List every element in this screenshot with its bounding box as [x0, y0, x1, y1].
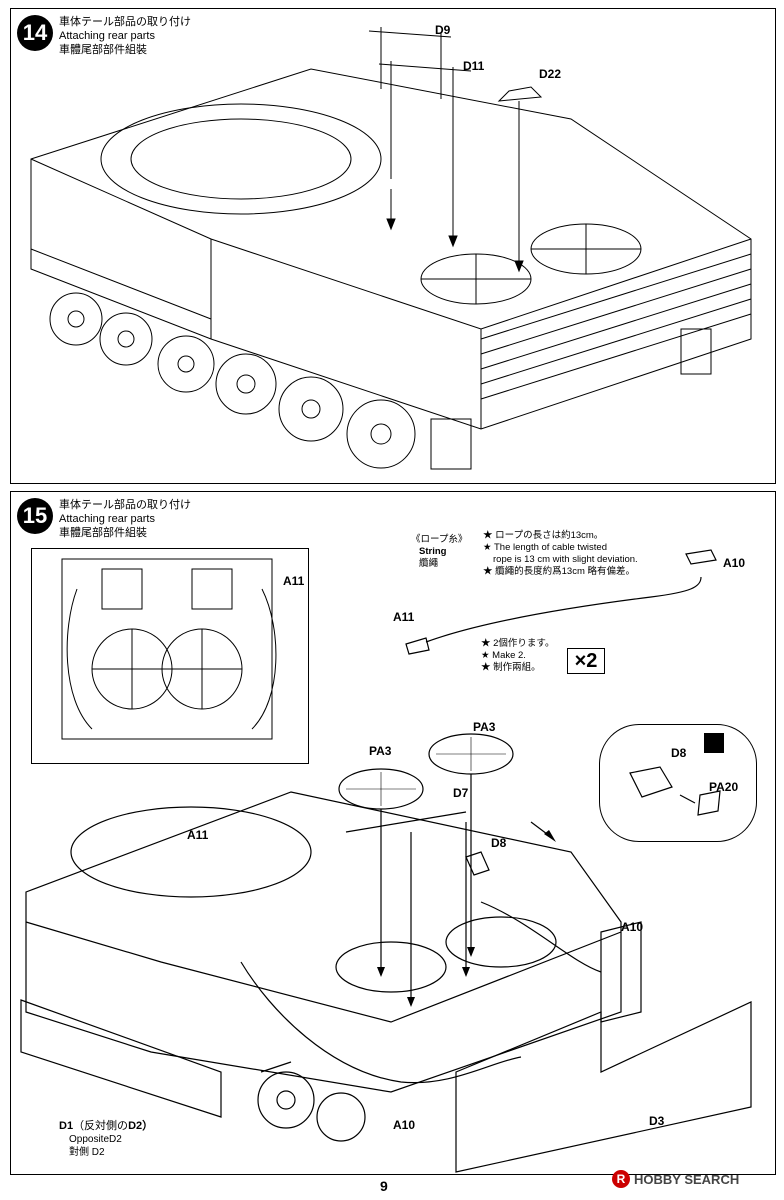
- d1-paren: （反対側の: [73, 1120, 129, 1132]
- part-label-a10-cable: A10: [723, 556, 746, 570]
- page-number: 9: [380, 1178, 388, 1194]
- rope-note-jp: ★ ロープの長さは約13cm。: [483, 530, 604, 541]
- callout-drawing: [629, 733, 724, 816]
- glue-callout: [599, 724, 757, 842]
- d1-label-line: D1（反対側のD2）: [59, 1120, 153, 1132]
- string-jp: 《ロープ糸》: [411, 534, 468, 545]
- part-label-a11-inset: A11: [283, 574, 305, 588]
- title-en: Attaching rear parts: [59, 513, 155, 525]
- rope-note-en1: ★ The length of cable twisted: [483, 542, 607, 553]
- part-label-d8-main: D8: [491, 836, 507, 850]
- multiplier-badge: ×2: [567, 648, 605, 674]
- part-label-d8-callout: D8: [671, 746, 687, 760]
- rope-note-cn: ★ 纜繩的長度約爲13cm 略有偏差。: [483, 566, 636, 577]
- part-label-d11: D11: [463, 59, 485, 73]
- rear-view-drawing: [61, 558, 277, 740]
- make-en: ★ Make 2.: [481, 650, 526, 661]
- step-number-badge: 15: [17, 498, 53, 534]
- title-cn: 車體尾部部件組裝: [59, 527, 147, 539]
- part-label-d22: D22: [539, 67, 562, 81]
- title-jp: 車体テール部品の取り付け: [59, 499, 191, 511]
- part-label-d9: D9: [435, 23, 451, 37]
- d1-opposite: OppositeD2: [69, 1134, 122, 1145]
- part-label-a10-bottom: A10: [393, 1118, 416, 1132]
- title-en: Attaching rear parts: [59, 30, 155, 42]
- part-label-d7: D7: [453, 786, 469, 800]
- part-label-pa3-left: PA3: [369, 744, 392, 758]
- rope-note-en2: rope is 13 cm with slight deviation.: [493, 554, 638, 565]
- d1-prefix: D1: [59, 1120, 74, 1132]
- part-label-d3: D3: [649, 1114, 665, 1128]
- step-number-badge: 14: [17, 15, 53, 51]
- watermark-logo-icon: R: [612, 1170, 630, 1188]
- make-cn: ★ 制作兩組。: [481, 662, 541, 673]
- part-label-pa20: PA20: [709, 780, 739, 794]
- d1-cn: 對側 D2: [69, 1147, 105, 1158]
- title-jp: 車体テール部品の取り付け: [59, 16, 191, 28]
- step-title: 車体テール部品の取り付け Attaching rear parts 車體尾部部件…: [59, 498, 191, 540]
- string-cn: 纜繩: [419, 558, 439, 569]
- watermark-text: HOBBY SEARCH: [634, 1171, 740, 1187]
- step-15-panel: 15 車体テール部品の取り付け Attaching rear parts 車體尾…: [10, 491, 776, 1175]
- d1-d2: D2）: [128, 1120, 154, 1132]
- assembly-illustration: [20, 549, 752, 1173]
- watermark: R HOBBY SEARCH: [612, 1170, 739, 1188]
- tank-rear-illustration: [30, 27, 752, 470]
- make-jp: ★ 2個作ります。: [481, 638, 555, 649]
- part-label-a10-right: A10: [621, 920, 644, 934]
- step-14-panel: 14 車体テール部品の取り付け Attaching rear parts 車體尾…: [10, 8, 776, 484]
- step-title: 車体テール部品の取り付け Attaching rear parts 車體尾部部件…: [59, 15, 191, 57]
- string-en: String: [419, 546, 447, 557]
- rear-view-inset: [31, 548, 309, 764]
- part-label-a11-main: A11: [187, 828, 209, 842]
- part-label-a11-cable: A11: [393, 610, 415, 624]
- title-cn: 車體尾部部件組裝: [59, 44, 147, 56]
- part-label-pa3-right: PA3: [473, 720, 496, 734]
